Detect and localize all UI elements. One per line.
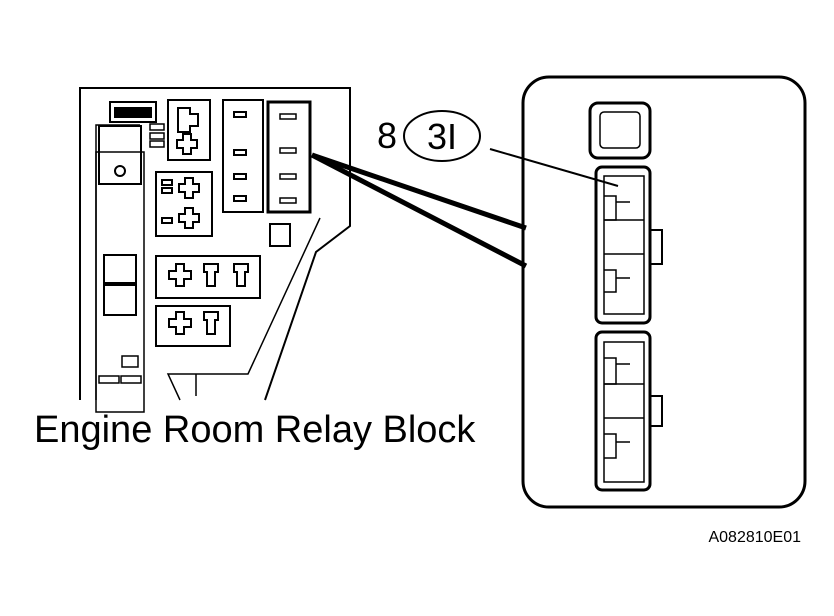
connector-callout: 8 3I	[377, 110, 619, 187]
callout-ellipse	[403, 110, 481, 162]
connector-lower	[594, 330, 663, 492]
relay-group-a	[167, 99, 211, 161]
relay-row-d	[155, 255, 261, 299]
block-label: Engine Room Relay Block	[34, 409, 476, 451]
figure-id: A082810E01	[708, 529, 801, 546]
leader-lines	[310, 152, 528, 269]
callout-connector-code: 3I	[427, 116, 457, 157]
mini-fuses	[149, 123, 165, 148]
target-fuse-column	[266, 100, 312, 214]
left-lower-relays	[103, 254, 137, 316]
top-fuse	[109, 101, 157, 123]
callout-leader	[489, 148, 619, 187]
relay-row-e	[155, 305, 231, 347]
connector-3i	[594, 165, 663, 325]
main-relay	[98, 125, 142, 185]
callout-pin-number: 8	[377, 115, 397, 156]
small-square	[269, 223, 291, 247]
connector-detail-panel	[521, 75, 807, 509]
fuse-column	[222, 99, 264, 213]
relay-group-b	[155, 171, 213, 237]
bottom-fuses	[98, 355, 142, 384]
